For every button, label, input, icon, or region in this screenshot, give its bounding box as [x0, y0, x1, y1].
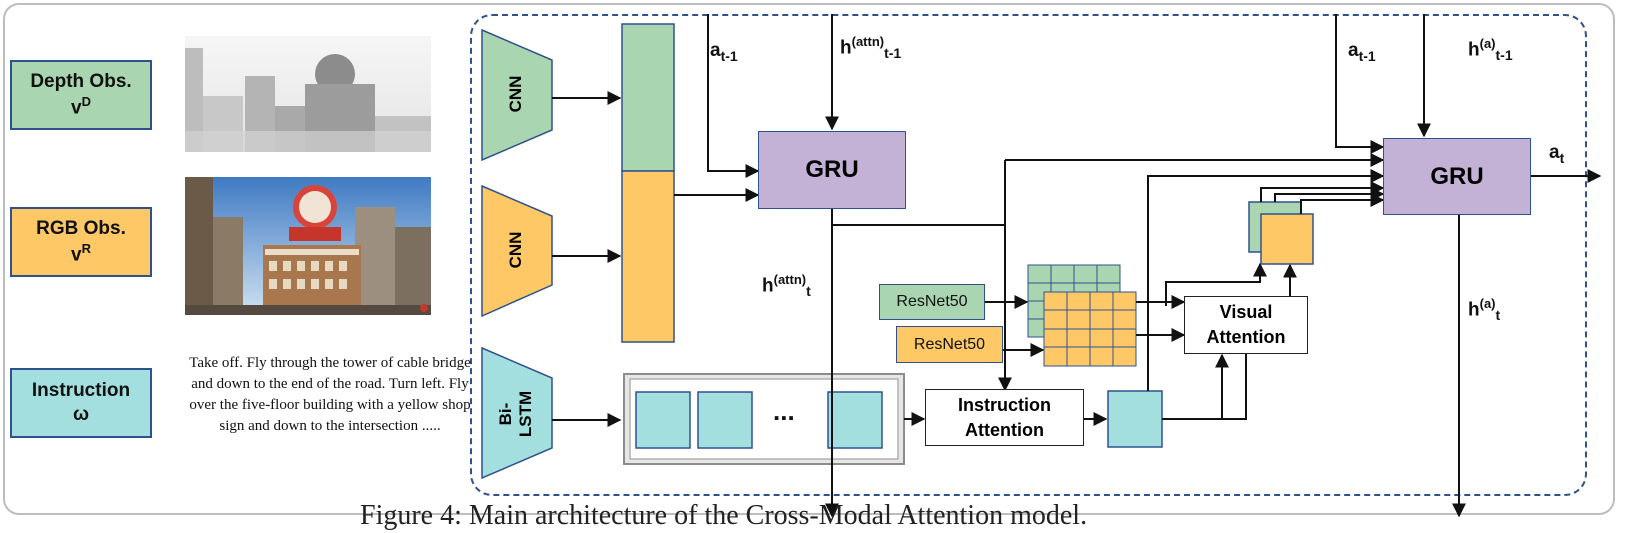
rgb-image	[185, 177, 431, 315]
rgb-symbol-sup: R	[81, 240, 91, 256]
depth-feature-bar	[621, 23, 675, 172]
label-h-a-prev: h(a)t-1	[1468, 36, 1513, 64]
label-h-attn-t: h(attn)t	[762, 272, 811, 300]
label-a-prev-right: at-1	[1348, 40, 1376, 64]
cnn-depth-label: CNN	[506, 75, 525, 113]
label-a-t: at	[1549, 142, 1565, 166]
bilstm-label-1: Bi-	[496, 402, 515, 426]
token-2	[697, 391, 753, 449]
depth-symbol: v	[71, 97, 82, 119]
instruction-box: Instruction ω	[10, 368, 152, 438]
instruction-text: Take off. Fly through the tower of cable…	[189, 355, 471, 434]
depth-obs-label: Depth Obs.	[30, 71, 132, 93]
label-a-prev: at-1	[710, 40, 738, 64]
visual-attention-label-1: Visual	[1219, 302, 1273, 322]
depth-image	[185, 36, 431, 152]
rgb-feature-bar	[621, 170, 675, 343]
model-region	[470, 14, 1587, 496]
outer-frame	[3, 3, 1615, 515]
visual-attention-label-2: Attention	[1206, 327, 1286, 347]
bilstm-label: Bi-LSTM	[496, 382, 536, 446]
rgb-symbol: v	[71, 244, 82, 266]
resnet-depth: ResNet50	[879, 284, 985, 320]
token-1	[635, 391, 691, 449]
cnn-rgb-label: CNN	[506, 231, 525, 269]
rgb-obs-label: RGB Obs.	[36, 218, 126, 240]
depth-symbol-sup: D	[81, 93, 91, 109]
bilstm-encoder	[481, 346, 553, 480]
gru-left: GRU	[758, 131, 906, 209]
instruction-symbol: ω	[72, 404, 90, 425]
rgb-feature-grid	[1043, 291, 1137, 367]
instruction-label: Instruction	[31, 380, 131, 402]
attended-instruction	[1107, 390, 1163, 448]
figure-caption: Figure 4: Main architecture of the Cross…	[360, 500, 1088, 531]
attended-rgb-feature	[1260, 213, 1314, 265]
instruction-attention-label-2: Attention	[965, 419, 1044, 440]
depth-obs-box: Depth Obs. vD	[10, 60, 152, 130]
cnn-rgb-encoder	[481, 184, 553, 318]
gru-right: GRU	[1383, 138, 1531, 215]
label-h-a-t: h(a)t	[1468, 296, 1501, 324]
resnet-rgb: ResNet50	[896, 326, 1003, 363]
token-ellipsis: ...	[773, 396, 795, 426]
label-h-attn-prev: h(attn)t-1	[840, 34, 902, 62]
instruction-attention-label-1: Instruction	[958, 394, 1051, 415]
cnn-depth-encoder	[481, 28, 553, 162]
bilstm-label-2: LSTM	[516, 390, 535, 438]
rgb-obs-box: RGB Obs. vR	[10, 207, 152, 277]
token-n	[827, 391, 883, 449]
